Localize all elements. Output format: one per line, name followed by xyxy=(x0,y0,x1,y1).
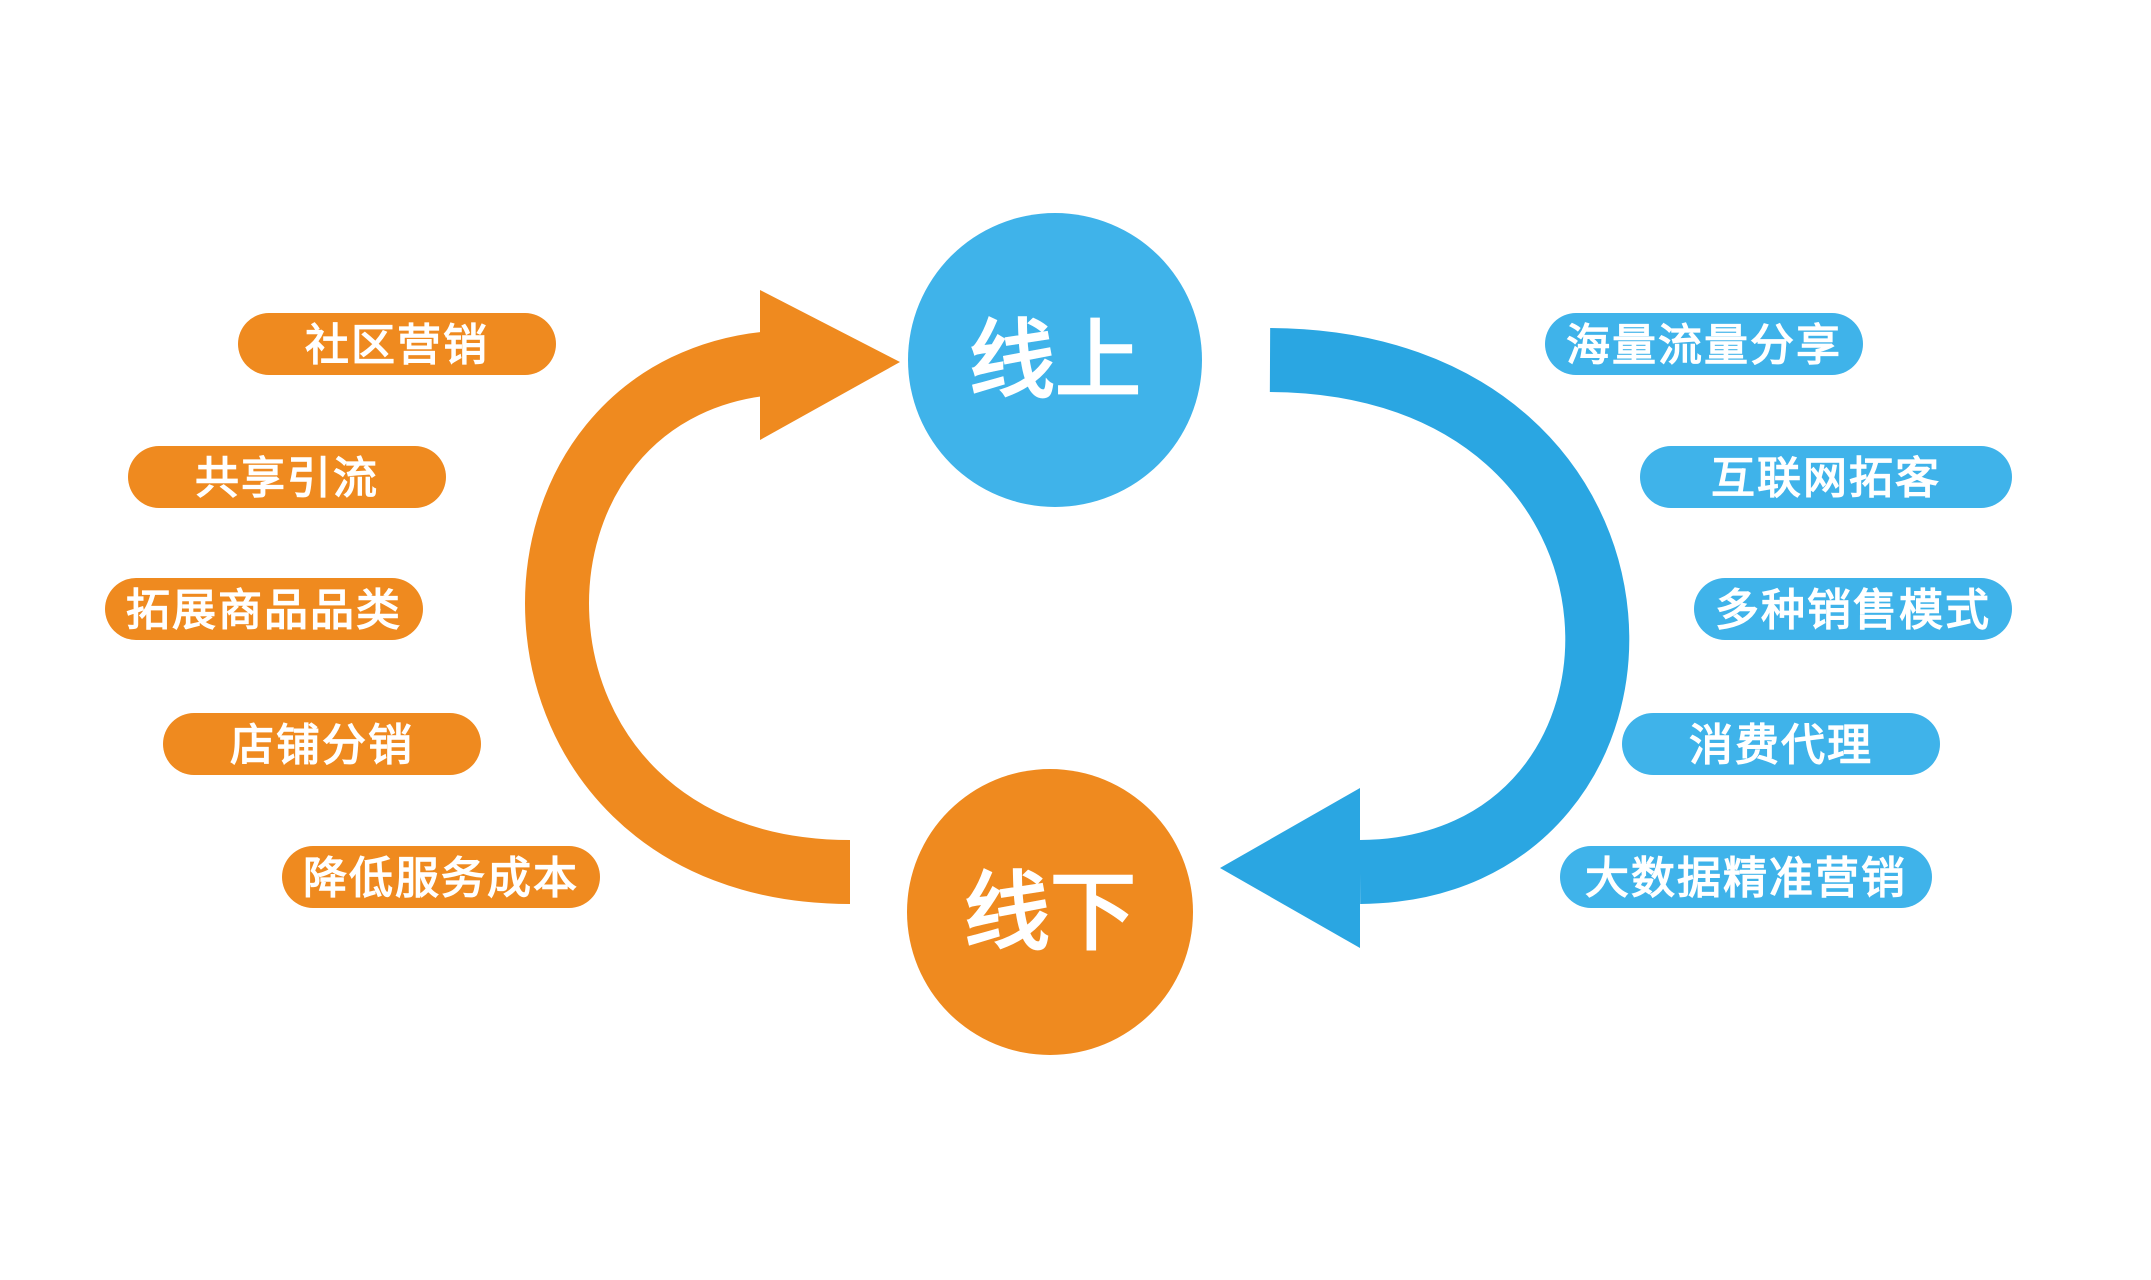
orange-arrow-body xyxy=(525,330,851,904)
orange-arrowhead xyxy=(760,290,900,440)
left-pill: 店铺分销 xyxy=(163,713,481,775)
right-pill: 多种销售模式 xyxy=(1694,578,2012,640)
left-pill: 共享引流 xyxy=(128,446,446,508)
offline-to-online-arrow xyxy=(525,290,900,904)
right-pill: 消费代理 xyxy=(1622,713,1940,775)
left-pill: 降低服务成本 xyxy=(282,846,600,908)
right-pill: 海量流量分享 xyxy=(1545,313,1863,375)
right-pill-label: 海量流量分享 xyxy=(1566,320,1842,371)
offline-node: 线下 xyxy=(907,769,1193,1055)
right-pill-label: 多种销售模式 xyxy=(1715,585,1991,636)
left-pill-label: 店铺分销 xyxy=(230,720,414,771)
right-pill-label: 大数据精准营销 xyxy=(1585,853,1907,904)
offline-node-label: 线下 xyxy=(964,863,1136,963)
left-pill-label: 社区营销 xyxy=(305,320,489,371)
blue-arrow-body xyxy=(1269,328,1630,904)
right-benefits-list: 海量流量分享 互联网拓客 多种销售模式 消费代理 大数据精准营销 xyxy=(1545,313,2012,908)
right-pill-label: 消费代理 xyxy=(1689,720,1873,771)
right-pill: 互联网拓客 xyxy=(1640,446,2012,508)
online-node: 线上 xyxy=(908,213,1202,507)
left-pill: 拓展商品品类 xyxy=(105,578,423,640)
left-pill-label: 共享引流 xyxy=(195,453,379,504)
online-to-offline-arrow xyxy=(1220,328,1630,948)
right-pill: 大数据精准营销 xyxy=(1560,846,1932,908)
right-pill-label: 互联网拓客 xyxy=(1711,453,1941,504)
left-benefits-list: 社区营销 共享引流 拓展商品品类 店铺分销 降低服务成本 xyxy=(105,313,600,908)
online-node-label: 线上 xyxy=(969,311,1141,411)
left-pill-label: 拓展商品品类 xyxy=(126,585,402,636)
left-pill: 社区营销 xyxy=(238,313,556,375)
left-pill-label: 降低服务成本 xyxy=(303,853,579,904)
blue-arrowhead xyxy=(1220,788,1360,948)
